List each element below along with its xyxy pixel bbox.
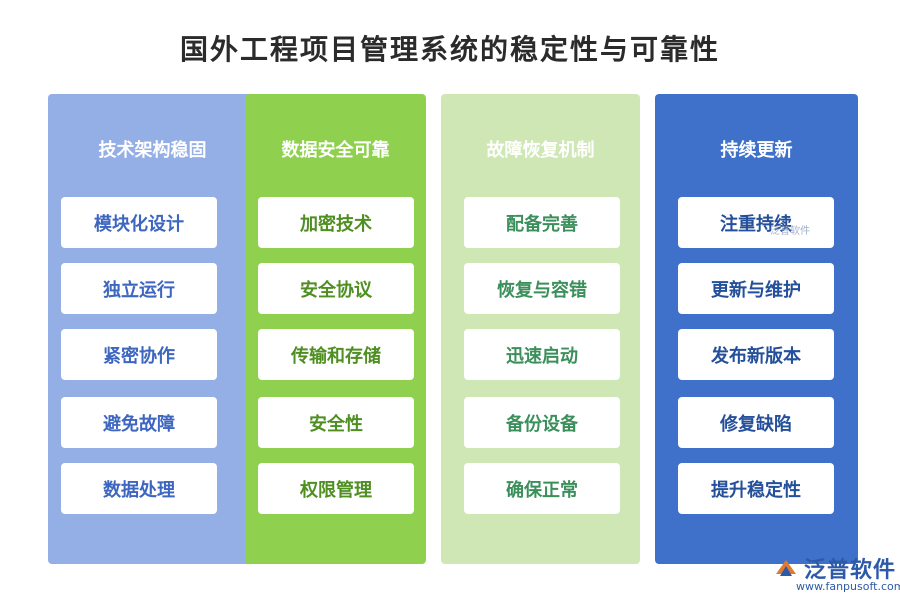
list-item: 权限管理 [258, 463, 414, 514]
list-item: 提升稳定性 [678, 463, 834, 514]
list-item: 安全协议 [258, 263, 414, 314]
list-item: 注重持续 [678, 197, 834, 248]
list-item: 修复缺陷 [678, 397, 834, 448]
list-item: 模块化设计 [61, 197, 217, 248]
list-item: 迅速启动 [464, 329, 620, 380]
logo-text: 泛普软件 [804, 558, 897, 583]
column-header: 持续更新 [720, 140, 793, 161]
list-item: 独立运行 [61, 263, 217, 314]
list-item: 安全性 [258, 397, 414, 448]
list-item: 加密技术 [258, 197, 414, 248]
logo-url: www.fanpusoft.com [796, 580, 900, 593]
watermark-text: 泛普软件 [770, 226, 810, 237]
list-item: 传输和存储 [258, 329, 414, 380]
column-header: 技术架构稳固 [98, 140, 207, 161]
column-tech-architecture: 技术架构稳固 模块化设计 独立运行 紧密协作 避免故障 数据处理 [48, 94, 257, 564]
list-item: 发布新版本 [678, 329, 834, 380]
list-item: 避免故障 [61, 397, 217, 448]
list-item: 备份设备 [464, 397, 620, 448]
logo-icon [776, 560, 796, 576]
brand-logo: 泛普软件 [772, 552, 896, 584]
column-header: 故障恢复机制 [486, 140, 595, 161]
list-item: 配备完善 [464, 197, 620, 248]
diagram-title: 国外工程项目管理系统的稳定性与可靠性 [179, 33, 720, 66]
column-header: 数据安全可靠 [281, 140, 390, 161]
column-continuous-update: 持续更新 注重持续 更新与维护 发布新版本 修复缺陷 提升稳定性 [655, 94, 858, 564]
list-item: 恢复与容错 [464, 263, 620, 314]
list-item: 更新与维护 [678, 263, 834, 314]
column-fault-recovery: 故障恢复机制 配备完善 恢复与容错 迅速启动 备份设备 确保正常 [441, 94, 640, 564]
column-data-security: 数据安全可靠 加密技术 安全协议 传输和存储 安全性 权限管理 [245, 94, 426, 564]
list-item: 确保正常 [464, 463, 620, 514]
list-item: 数据处理 [61, 463, 217, 514]
list-item: 紧密协作 [61, 329, 217, 380]
